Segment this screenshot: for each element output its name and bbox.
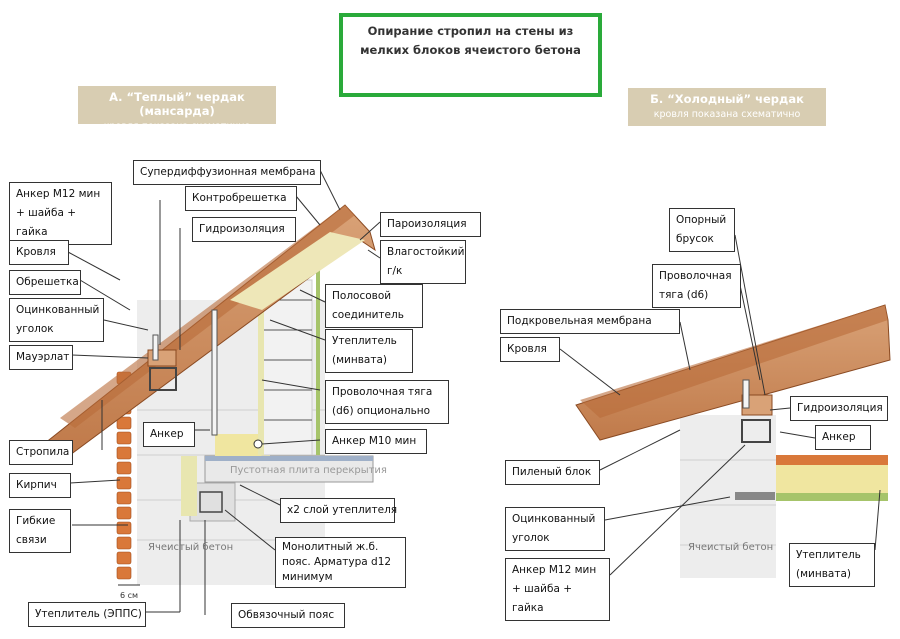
- aerated-concrete-text-b: Ячеистый бетон: [688, 542, 773, 553]
- panel-b-header: Б. “Холодный” чердак кровля показана схе…: [628, 88, 826, 126]
- label-wire-tie-b: Проволочная тяга (d6): [652, 264, 741, 308]
- label-roofing-b: Кровля: [500, 337, 560, 362]
- panel-a-header: А. “Теплый” чердак (мансарда) кровля пок…: [78, 86, 276, 132]
- panel-a-subheading: кровля показана схематично: [103, 121, 251, 132]
- label-anchor-m12-b: Анкер М12 мин + шайба + гайка: [505, 558, 610, 621]
- leader-lines: [67, 169, 881, 615]
- diagram-title: Опирание стропил на стены из мелких блок…: [339, 13, 602, 97]
- label-roofing-a: Кровля: [9, 240, 69, 265]
- mauerlat: [147, 349, 177, 367]
- eps-insulation: [181, 456, 197, 516]
- label-ties: Гибкие связи: [9, 509, 71, 553]
- title-line-1: Опирание стропил на стены из: [367, 24, 574, 38]
- label-anchor-m10: Анкер М10 мин: [325, 429, 427, 454]
- label-brick: Кирпич: [9, 473, 71, 498]
- double-insulation: [215, 434, 270, 456]
- label-batten: Обрешетка: [9, 270, 81, 295]
- label-strip-connector: Полосовой соединитель: [325, 284, 423, 328]
- label-rafters: Стропила: [9, 440, 73, 465]
- panel-b-subheading: кровля показана схематично: [653, 109, 801, 120]
- aerated-concrete-text-a: Ячеистый бетон: [148, 542, 233, 553]
- label-mauerlat: Мауэрлат: [9, 345, 73, 370]
- label-support-bar: Опорный брусок: [669, 208, 735, 252]
- anchor-m10-point: [253, 439, 263, 449]
- hollow-slab-text: Пустотная плита перекрытия: [230, 465, 387, 476]
- label-anchor-m12-a: Анкер М12 мин + шайба + гайка: [9, 182, 112, 245]
- label-underroof-membrane: Подкровельная мембрана: [500, 309, 680, 334]
- label-mineral-wool-a: Утеплитель (минвата): [325, 329, 413, 373]
- label-mineral-wool-b: Утеплитель (минвата): [789, 543, 875, 587]
- label-sawn-block: Пиленый блок: [505, 460, 600, 485]
- label-counter-batten: Контробрешетка: [185, 186, 297, 211]
- label-anchor-b: Анкер: [815, 425, 871, 450]
- gypsum-board: [316, 245, 320, 455]
- panel-a-heading: А. “Теплый” чердак (мансарда): [109, 90, 245, 118]
- roof-insulation-a: [230, 232, 365, 310]
- panel-b-heading: Б. “Холодный” чердак: [650, 92, 804, 106]
- label-waterproofing-b: Гидроизоляция: [790, 396, 888, 421]
- label-tie-belt: Обвязочный пояс: [231, 603, 345, 628]
- anchor-bracket-b: [741, 419, 771, 443]
- anchor-bracket-a: [149, 367, 177, 391]
- panel-b-drawing: [575, 304, 891, 578]
- label-gypsum-board: Влагостойкий г/к: [380, 240, 466, 284]
- panel-a-drawing: [28, 204, 376, 586]
- dimension-text: 6 см: [120, 591, 138, 600]
- label-vapor-barrier: Пароизоляция: [380, 212, 481, 237]
- label-waterproofing-a: Гидроизоляция: [192, 217, 296, 242]
- label-galv-angle-a: Оцинкованный уголок: [9, 298, 104, 342]
- label-galv-angle-b: Оцинкованный уголок: [505, 507, 605, 551]
- label-monolithic-belt: Монолитный ж.б. пояс. Арматура d12 миним…: [275, 537, 406, 588]
- label-eps: Утеплитель (ЭППС): [28, 602, 146, 627]
- label-double-insulation: x2 слой утеплителя: [280, 498, 397, 523]
- label-anchor-a: Анкер: [143, 422, 195, 447]
- title-line-2: мелких блоков ячеистого бетона: [360, 43, 581, 57]
- label-membrane: Супердиффузионная мембрана: [133, 160, 321, 185]
- label-wire-tie-a: Проволочная тяга (d6) опционально: [325, 380, 449, 424]
- monolithic-belt: [189, 482, 236, 522]
